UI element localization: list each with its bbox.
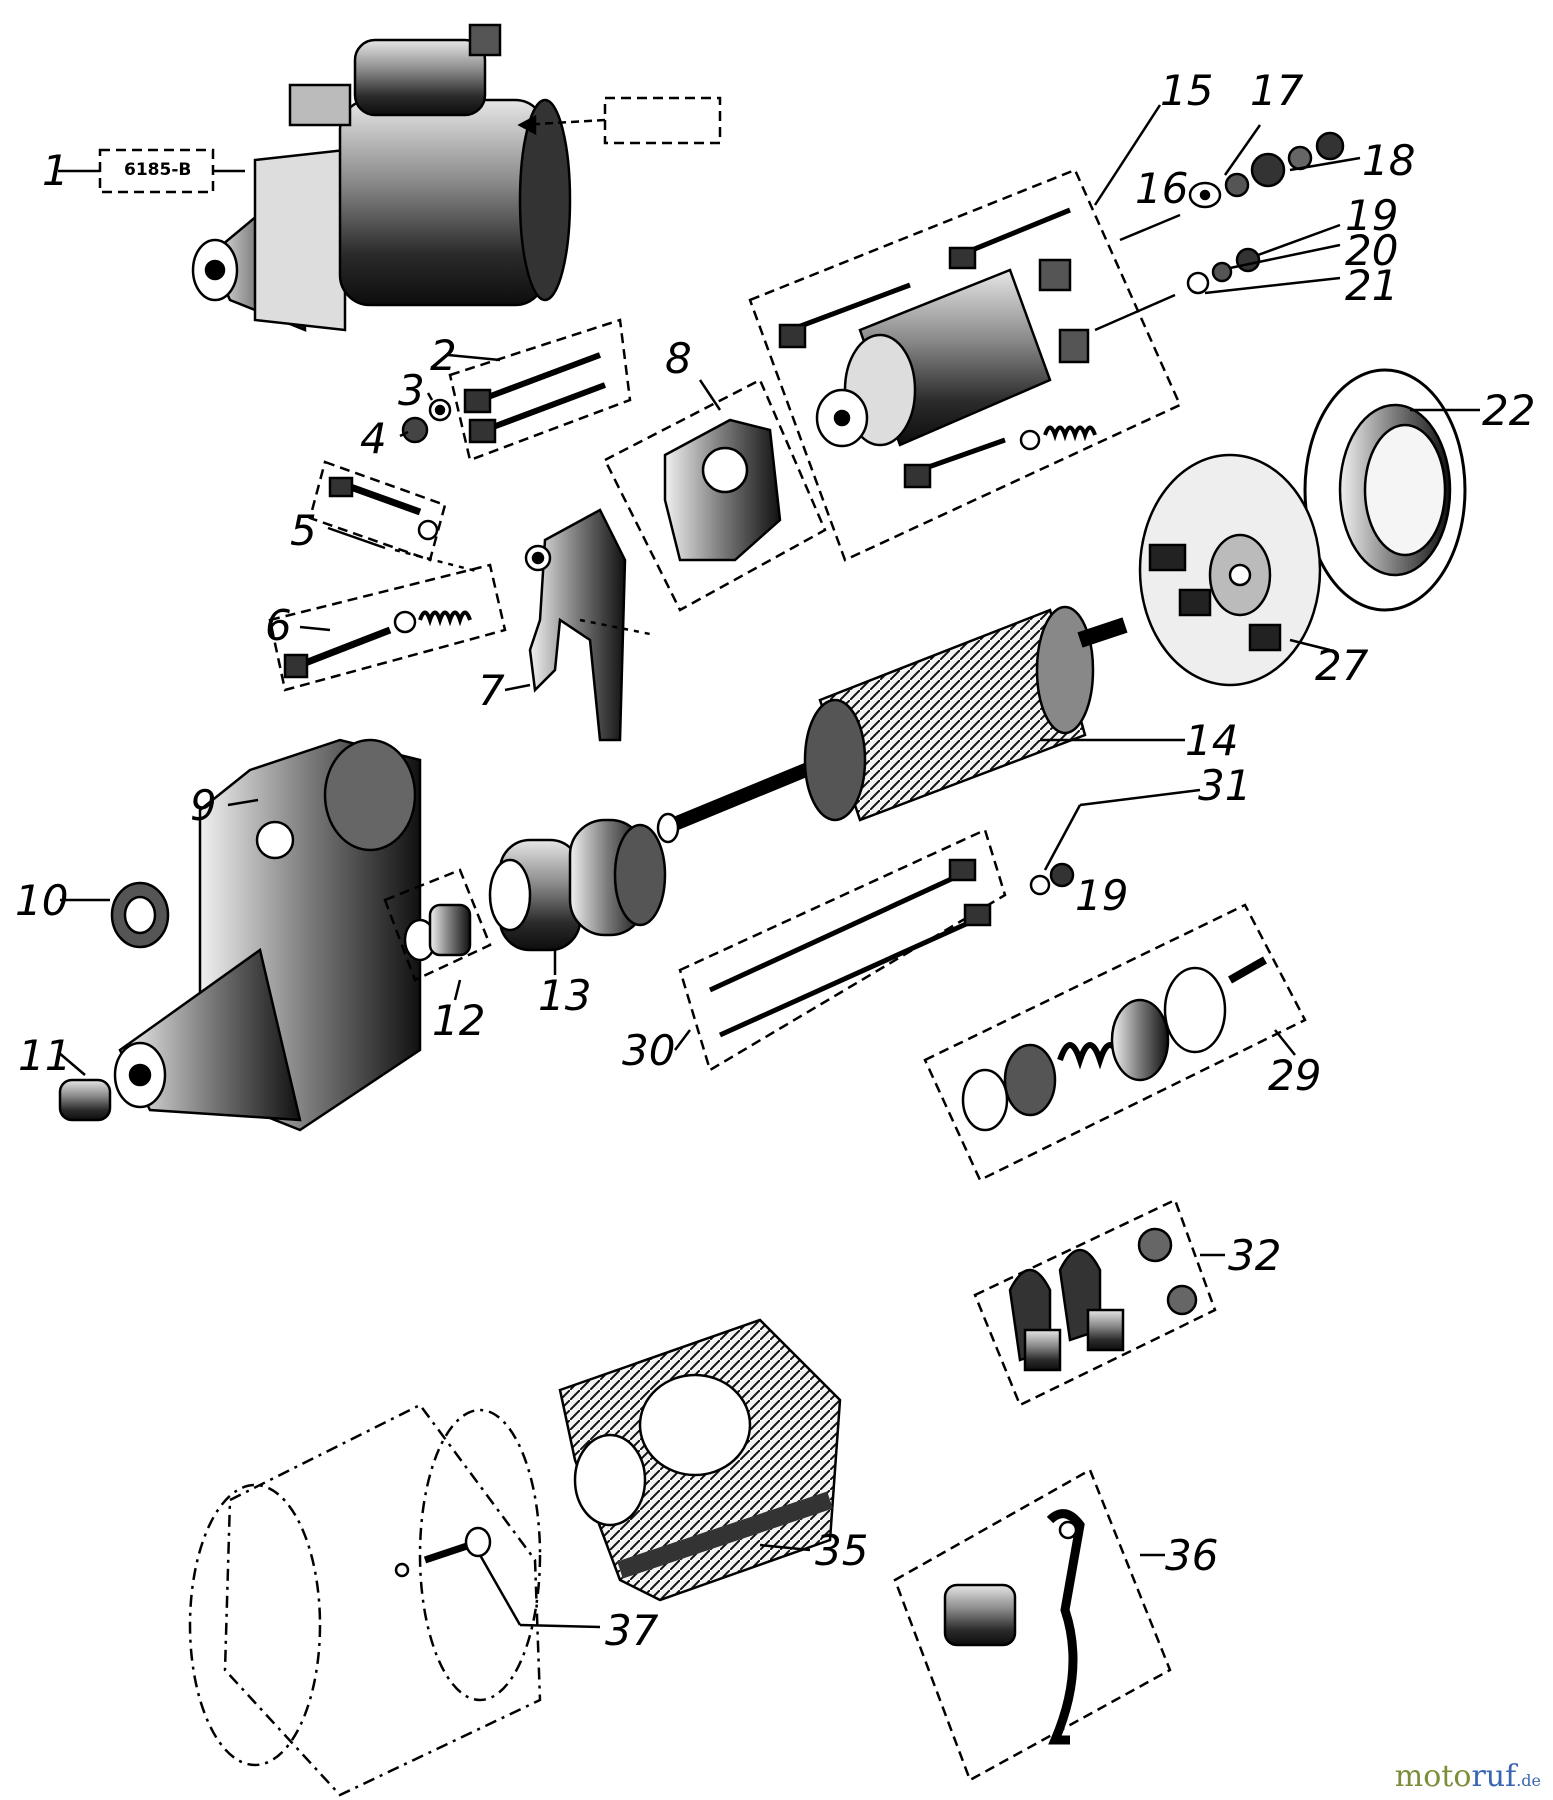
yoke-housing-37 [188, 1403, 542, 1797]
callout-27: 27 [1315, 641, 1369, 690]
callout-3: 3 [398, 366, 425, 415]
callout-2: 2 [430, 331, 457, 380]
through-bolts-30 [678, 828, 1007, 1072]
empty-label-box [603, 96, 722, 145]
callout-35: 35 [815, 1526, 869, 1575]
washers-nuts-16-21 [1186, 131, 1345, 295]
solenoid-group-15 [748, 168, 1182, 562]
callout-37: 37 [605, 1606, 659, 1655]
bushing-11 [58, 1078, 112, 1122]
callout-11: 11 [18, 1031, 72, 1080]
field-coils-35 [558, 1318, 842, 1602]
group-6-bolt-spring [268, 563, 507, 692]
callout-4: 4 [360, 414, 387, 463]
callout-14: 14 [1185, 716, 1239, 765]
callout-12: 12 [432, 996, 486, 1045]
brushes-32 [973, 1198, 1217, 1407]
washer-31 [1029, 874, 1051, 896]
watermark-suffix: .de [1516, 1771, 1541, 1790]
armature-14 [656, 605, 1128, 844]
callout-16: 16 [1135, 164, 1189, 213]
shift-fork-7 [524, 508, 627, 742]
drive-housing-9 [113, 738, 422, 1132]
callout-10: 10 [15, 876, 69, 925]
bracket-group-8 [603, 378, 827, 612]
nut-4 [401, 416, 429, 444]
callout-32: 32 [1228, 1231, 1282, 1280]
nut-19-lower [1049, 862, 1075, 888]
watermark-logo: motoruf.de [1395, 1759, 1541, 1794]
end-cap-22 [1303, 368, 1467, 612]
callout-6: 6 [265, 601, 292, 650]
assembled-starter-motor [191, 23, 572, 332]
callout-9: 9 [190, 781, 217, 830]
callout-15: 15 [1160, 66, 1214, 115]
group-5-bolt [308, 460, 447, 562]
watermark-part1: moto [1394, 1759, 1472, 1794]
callout-19: 19 [1345, 191, 1399, 240]
part-code-label: 6185-B [124, 160, 192, 180]
brake-parts-29 [923, 903, 1307, 1182]
callout-7: 7 [478, 666, 505, 715]
watermark-part2: ruf [1471, 1759, 1517, 1794]
terminal-cable-36 [893, 1468, 1172, 1782]
screw-37 [394, 1526, 492, 1578]
callout-1: 1 [42, 146, 69, 195]
callout-20: 20 [1345, 226, 1399, 275]
callout-36: 36 [1165, 1531, 1219, 1580]
callout-21: 21 [1345, 261, 1399, 310]
bearing-12 [383, 868, 492, 982]
group-2-studs [448, 318, 632, 462]
callout-31: 31 [1198, 761, 1252, 810]
callout-22: 22 [1482, 386, 1536, 435]
callout-30: 30 [622, 1026, 676, 1075]
brush-plate-27 [1138, 453, 1322, 687]
callout-19-lower: 19 [1075, 871, 1129, 920]
callout-18: 18 [1362, 136, 1416, 185]
callout-8: 8 [665, 334, 692, 383]
drive-pinion-13 [488, 818, 667, 952]
callout-5: 5 [290, 506, 317, 555]
plug-10 [110, 881, 170, 949]
callout-17: 17 [1250, 66, 1304, 115]
callout-29: 29 [1268, 1051, 1322, 1100]
callout-13: 13 [538, 971, 592, 1020]
